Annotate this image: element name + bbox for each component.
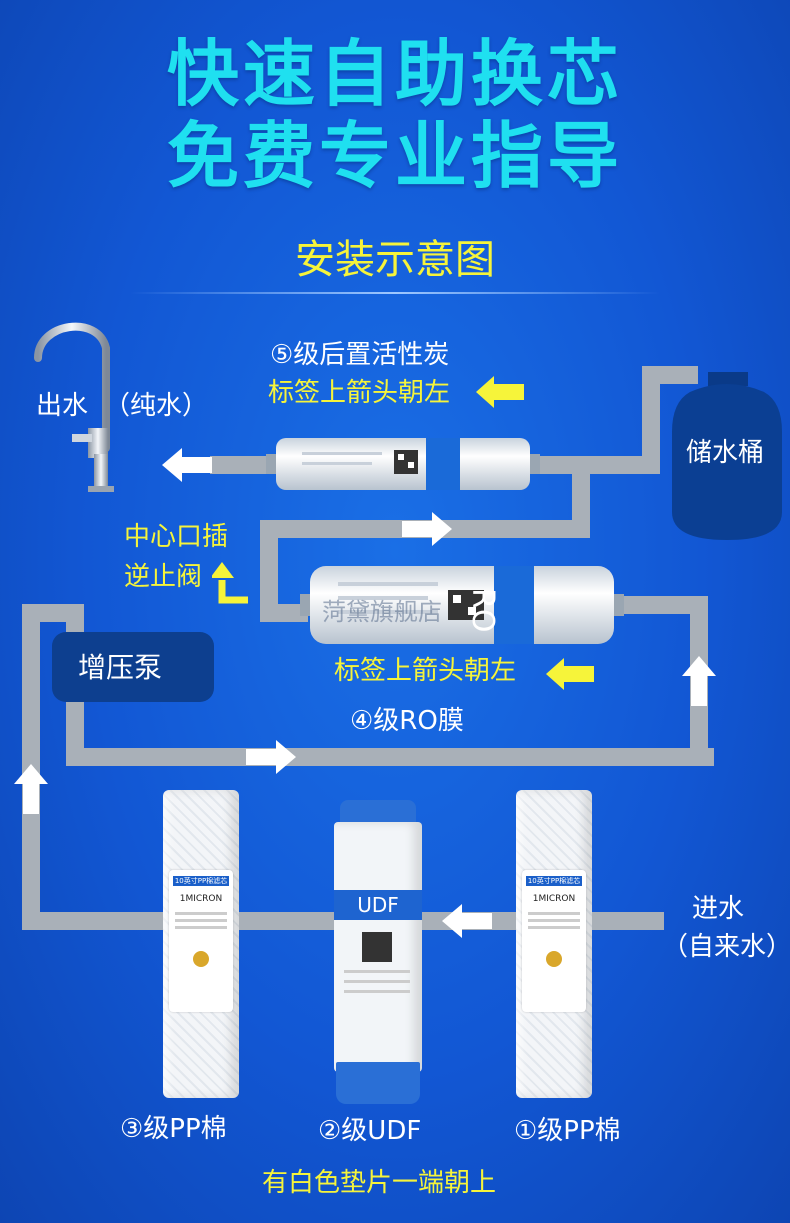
udf-label: UDF <box>334 890 422 920</box>
booster-pump-box <box>52 632 214 702</box>
outlet-label: 出水 <box>36 391 89 421</box>
flow-arrow-right-bottom <box>246 740 296 774</box>
faucet-icon <box>34 322 114 492</box>
header-line-2: 免费专业指导 <box>166 114 623 198</box>
stage5-carbon-filter <box>266 438 540 490</box>
stage1-pp-filter: 10英寸PP棉滤芯 1MICRON <box>516 790 592 1098</box>
ro-filter-label: RO <box>465 588 500 633</box>
flow-arrow-up-right <box>682 656 716 706</box>
check-valve-line-2: 逆止阀 <box>124 562 203 592</box>
stage2-label: ②级UDF <box>318 1116 422 1146</box>
yellow-left-arrow-icon <box>476 376 524 408</box>
inlet-note: （自来水） <box>662 932 790 962</box>
pp-micron-label: 1MICRON <box>179 894 223 904</box>
ro-arrow-note: 标签上箭头朝左 <box>334 656 517 686</box>
flow-arrow-right-tank <box>402 512 452 546</box>
outlet-note: （纯水） <box>104 391 209 421</box>
stage1-label: ①级PP棉 <box>514 1116 621 1146</box>
pp-micron-label: 1MICRON <box>532 894 576 904</box>
flow-arrow-up-left <box>14 764 48 814</box>
inlet-label: 进水 <box>692 894 745 924</box>
water-tank <box>672 372 782 540</box>
watermark: 菏黛旗舰店 <box>322 598 442 626</box>
tank-label: 储水桶 <box>686 438 765 468</box>
stage4-label: ④级RO膜 <box>350 706 464 736</box>
bottom-note: 有白色垫片一端朝上 <box>262 1168 497 1198</box>
yellow-up-turn-arrow-icon <box>212 562 248 604</box>
yellow-left-arrow-icon <box>546 658 594 690</box>
stage3-pp-filter: 10英寸PP棉滤芯 1MICRON <box>163 790 239 1098</box>
stage5-label: ⑤级后置活性炭 <box>270 340 450 370</box>
ro-membrane-filter <box>300 566 624 644</box>
check-valve-line-1: 中心口插 <box>124 522 229 552</box>
stage5-arrow-note: 标签上箭头朝左 <box>268 378 451 408</box>
pump-label: 增压泵 <box>78 651 163 684</box>
pp-brand-label: 10英寸PP棉滤芯 <box>173 876 229 886</box>
stage2-udf-filter: UDF <box>334 800 422 1104</box>
header-line-1: 快速自助换芯 <box>166 32 623 116</box>
stage3-label: ③级PP棉 <box>120 1114 227 1144</box>
flow-arrow-left-outlet <box>162 448 212 482</box>
flow-arrow-left-inlet <box>442 904 492 938</box>
pp-brand-label: 10英寸PP棉滤芯 <box>526 876 582 886</box>
title-divider <box>130 292 660 294</box>
diagram-title: 安装示意图 <box>295 237 495 283</box>
